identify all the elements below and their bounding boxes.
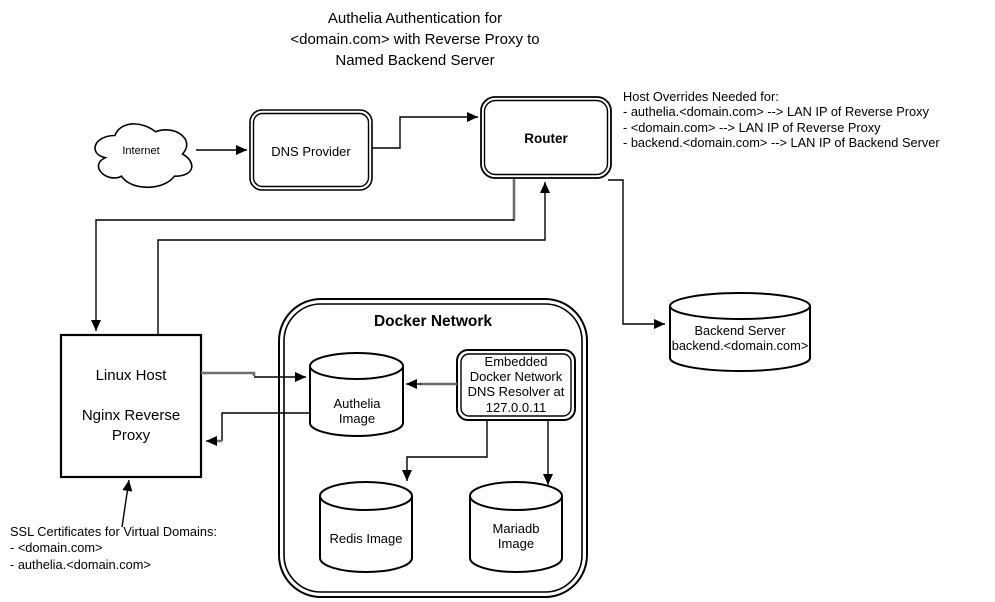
authelia-image-label: Authelia Image [333, 396, 381, 426]
backend-server-label: Backend Server backend.<domain.com> [671, 323, 809, 353]
dns-provider-node [249, 109, 373, 191]
redis-image-cylinder [319, 481, 413, 573]
diagram-title: Authelia Authentication for <domain.com>… [290, 10, 540, 69]
edge-router-to-backend-server [608, 179, 665, 329]
mariadb-image-label: Mariadb Image [492, 521, 540, 551]
ssl-certificates-note: SSL Certificates for Virtual Domains: - … [10, 524, 217, 572]
router-label: Router [524, 131, 568, 146]
edge-authelia-to-linux-host [206, 412, 309, 446]
linux-host-node [59, 333, 203, 479]
internet-cloud [94, 123, 193, 188]
dns-provider-label: DNS Provider [271, 144, 351, 159]
linux-host-label: Linux Host Nginx Reverse Proxy [81, 367, 181, 444]
authelia-image-cylinder [309, 352, 404, 437]
backend-server-cylinder [669, 292, 811, 372]
redis-image-label: Redis Image [329, 531, 403, 546]
edge-linux-host-to-authelia [201, 371, 306, 382]
dns-resolver-label: Embedded Docker Network DNS Resolver at … [467, 354, 565, 415]
internet-label: Internet [122, 145, 160, 157]
edge-router-to-linux-host [91, 179, 516, 331]
edge-resolver-to-redis [402, 420, 488, 481]
edge-linux-host-to-router [157, 182, 550, 335]
mariadb-image-cylinder [469, 481, 563, 573]
host-overrides-note: Host Overrides Needed for: - authelia.<d… [623, 89, 940, 150]
router-node [480, 96, 612, 179]
edge-dns-to-router [372, 112, 478, 149]
docker-network-label: Docker Network [373, 313, 492, 330]
edge-ssl-note-to-linux-host [121, 479, 133, 528]
